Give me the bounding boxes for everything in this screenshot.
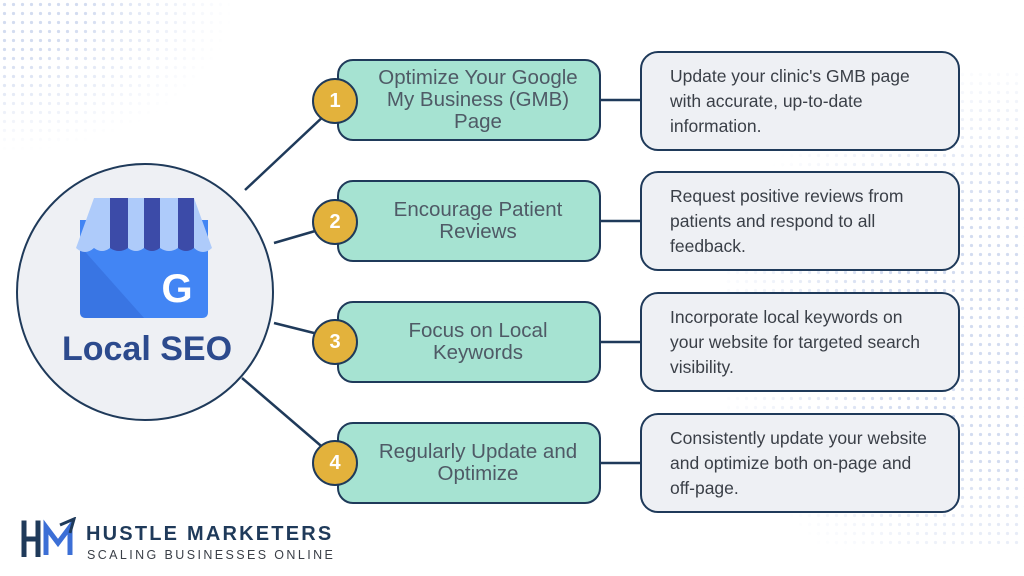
step-4-description: Consistently update your website and opt… (670, 427, 927, 498)
step-2-title: Encourage Patient Reviews (393, 198, 563, 243)
step-3-title: Focus on Local Keywords (408, 319, 548, 364)
step-1-title: Optimize Your Google My Business (GMB) P… (378, 66, 578, 133)
connector-hub-step-4 (241, 377, 328, 452)
step-2-description: Request positive reviews from patients a… (670, 185, 904, 256)
step-1-badge: 1 (312, 78, 358, 124)
hustle-marketers-logo-icon (21, 517, 77, 557)
step-4-badge: 4 (312, 440, 358, 486)
step-3-number: 3 (329, 330, 341, 353)
step-2-number: 2 (329, 210, 341, 233)
step-1-description: Update your clinic's GMB page with accur… (670, 65, 910, 136)
step-3-description-box: Incorporate local keywords on your websi… (640, 292, 960, 392)
step-4-box: Regularly Update and Optimize (337, 422, 601, 504)
step-4-description-box: Consistently update your website and opt… (640, 413, 960, 513)
step-2-box: Encourage Patient Reviews (337, 180, 601, 262)
step-1-number: 1 (329, 89, 341, 112)
step-4-number: 4 (329, 451, 341, 474)
connector-hub-step-1 (244, 112, 328, 191)
brand-name: HUSTLE MARKETERS (86, 523, 334, 545)
step-3-badge: 3 (312, 319, 358, 365)
step-3-description: Incorporate local keywords on your websi… (670, 306, 920, 377)
step-2-badge: 2 (312, 199, 358, 245)
brand-tagline: SCALING BUSINESSES ONLINE (87, 548, 336, 562)
step-2-description-box: Request positive reviews from patients a… (640, 171, 960, 271)
hub-title: Local SEO (61, 330, 233, 368)
svg-text:G: G (161, 267, 192, 311)
google-my-business-store-icon: G (76, 198, 212, 318)
step-1-box: Optimize Your Google My Business (GMB) P… (337, 59, 601, 141)
step-3-box: Focus on Local Keywords (337, 301, 601, 383)
step-1-description-box: Update your clinic's GMB page with accur… (640, 51, 960, 151)
step-4-title: Regularly Update and Optimize (378, 440, 578, 485)
